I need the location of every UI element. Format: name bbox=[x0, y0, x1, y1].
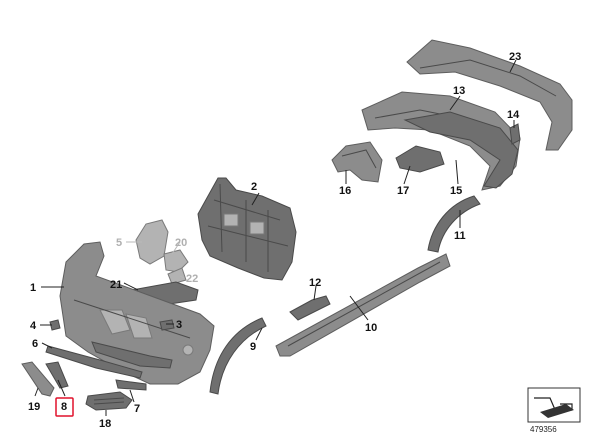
callout-15[interactable]: 15 bbox=[450, 185, 462, 197]
callout-14[interactable]: 14 bbox=[507, 109, 520, 121]
callout-13[interactable]: 13 bbox=[453, 85, 465, 97]
part-5-air-duct[interactable] bbox=[135, 219, 169, 265]
reference-frame bbox=[527, 387, 581, 423]
callout-22[interactable]: 22 bbox=[186, 273, 198, 285]
callout-9[interactable]: 9 bbox=[250, 341, 256, 353]
part-20-bracket[interactable] bbox=[163, 249, 189, 273]
callout-16[interactable]: 16 bbox=[339, 185, 351, 197]
part-1-front-bumper-cover[interactable] bbox=[59, 241, 215, 385]
part-17-mounting-plate[interactable] bbox=[395, 145, 445, 173]
callout-1[interactable]: 1 bbox=[30, 282, 36, 294]
part-12-sill-insert[interactable] bbox=[289, 295, 331, 321]
part-22-bracket[interactable] bbox=[167, 267, 187, 285]
part-8-grille-insert[interactable] bbox=[45, 361, 69, 389]
part-6-lower-grille[interactable] bbox=[45, 345, 143, 379]
callout-10[interactable]: 10 bbox=[365, 322, 377, 334]
part-11-wheel-arch-trim[interactable] bbox=[427, 195, 481, 253]
leader-lines bbox=[34, 59, 517, 416]
callout-6[interactable]: 6 bbox=[32, 338, 38, 350]
callout-21[interactable]: 21 bbox=[110, 279, 122, 291]
callout-18[interactable]: 18 bbox=[99, 418, 111, 430]
part-7-trim-strip[interactable] bbox=[115, 379, 147, 391]
highlight-box bbox=[55, 397, 74, 417]
callout-20[interactable]: 20 bbox=[175, 237, 187, 249]
part-3-clip[interactable] bbox=[159, 319, 175, 331]
callout-8[interactable]: 8 bbox=[61, 401, 67, 413]
part-18-fog-light-grille[interactable] bbox=[85, 391, 133, 411]
part-16-wheelhouse-liner[interactable] bbox=[331, 141, 383, 183]
part-14-bracket[interactable] bbox=[509, 123, 521, 145]
callout-7[interactable]: 7 bbox=[134, 403, 140, 415]
part-19-trim-strip[interactable] bbox=[21, 361, 55, 397]
part-2-front-carrier[interactable] bbox=[197, 177, 297, 281]
part-4-clip[interactable] bbox=[49, 319, 61, 331]
callout-11[interactable]: 11 bbox=[454, 230, 466, 242]
callout-4[interactable]: 4 bbox=[30, 320, 37, 332]
callout-19[interactable]: 19 bbox=[28, 401, 40, 413]
callout-labels: 1 2 3 4 5 6 7 8 9 10 11 12 13 14 15 16 1… bbox=[28, 51, 521, 430]
reference-number: 479356 bbox=[530, 425, 557, 434]
callout-23[interactable]: 23 bbox=[509, 51, 521, 63]
reference-cart-icon bbox=[527, 387, 581, 423]
callout-5[interactable]: 5 bbox=[116, 237, 122, 249]
callout-2[interactable]: 2 bbox=[251, 181, 257, 193]
callout-3[interactable]: 3 bbox=[176, 319, 182, 331]
part-10-side-sill-trim[interactable] bbox=[275, 253, 451, 357]
part-9-front-wheel-arch-trim[interactable] bbox=[209, 317, 267, 395]
part-23-rear-bumper-cover[interactable] bbox=[406, 39, 573, 151]
callout-17[interactable]: 17 bbox=[397, 185, 409, 197]
callout-12[interactable]: 12 bbox=[309, 277, 321, 289]
part-15-rear-lower-panel[interactable] bbox=[403, 111, 519, 189]
